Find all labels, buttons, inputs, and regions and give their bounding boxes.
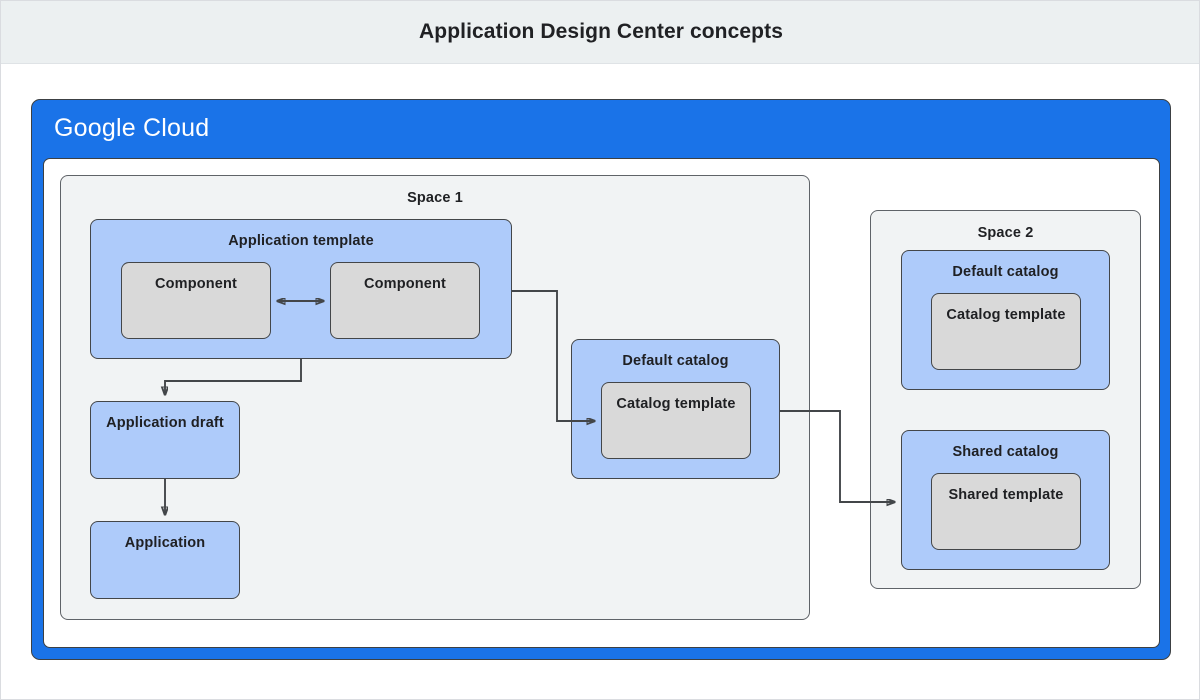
space-1-catalog-template-label: Catalog template [616, 396, 736, 412]
component-box-right: Component [330, 262, 480, 339]
logo-product-text: Cloud [142, 114, 210, 142]
logo-brand-text: Google [54, 114, 136, 142]
page-header: Application Design Center concepts [1, 1, 1199, 64]
shared-template-box: Shared template [931, 473, 1081, 550]
component-left-label: Component [155, 276, 237, 292]
application-box: Application [90, 521, 240, 599]
space-1-default-catalog-label: Default catalog [622, 353, 729, 369]
component-right-label: Component [364, 276, 446, 292]
application-label: Application [124, 535, 206, 551]
shared-catalog-label: Shared catalog [952, 444, 1059, 460]
space-2-default-catalog-label: Default catalog [952, 264, 1059, 280]
space-2-label: Space 2 [977, 225, 1034, 241]
space-2-catalog-template-label: Catalog template [946, 307, 1066, 323]
component-box-left: Component [121, 262, 271, 339]
space-1-label: Space 1 [407, 190, 463, 206]
page-title: Application Design Center concepts [419, 20, 783, 43]
google-cloud-logo: Google Cloud [54, 114, 209, 143]
shared-template-label: Shared template [948, 487, 1064, 503]
application-draft-label: Application draft [106, 415, 224, 431]
space-2-catalog-template-box: Catalog template [931, 293, 1081, 370]
application-draft-box: Application draft [90, 401, 240, 479]
space-1-catalog-template-box: Catalog template [601, 382, 751, 459]
application-template-label: Application template [228, 233, 374, 249]
